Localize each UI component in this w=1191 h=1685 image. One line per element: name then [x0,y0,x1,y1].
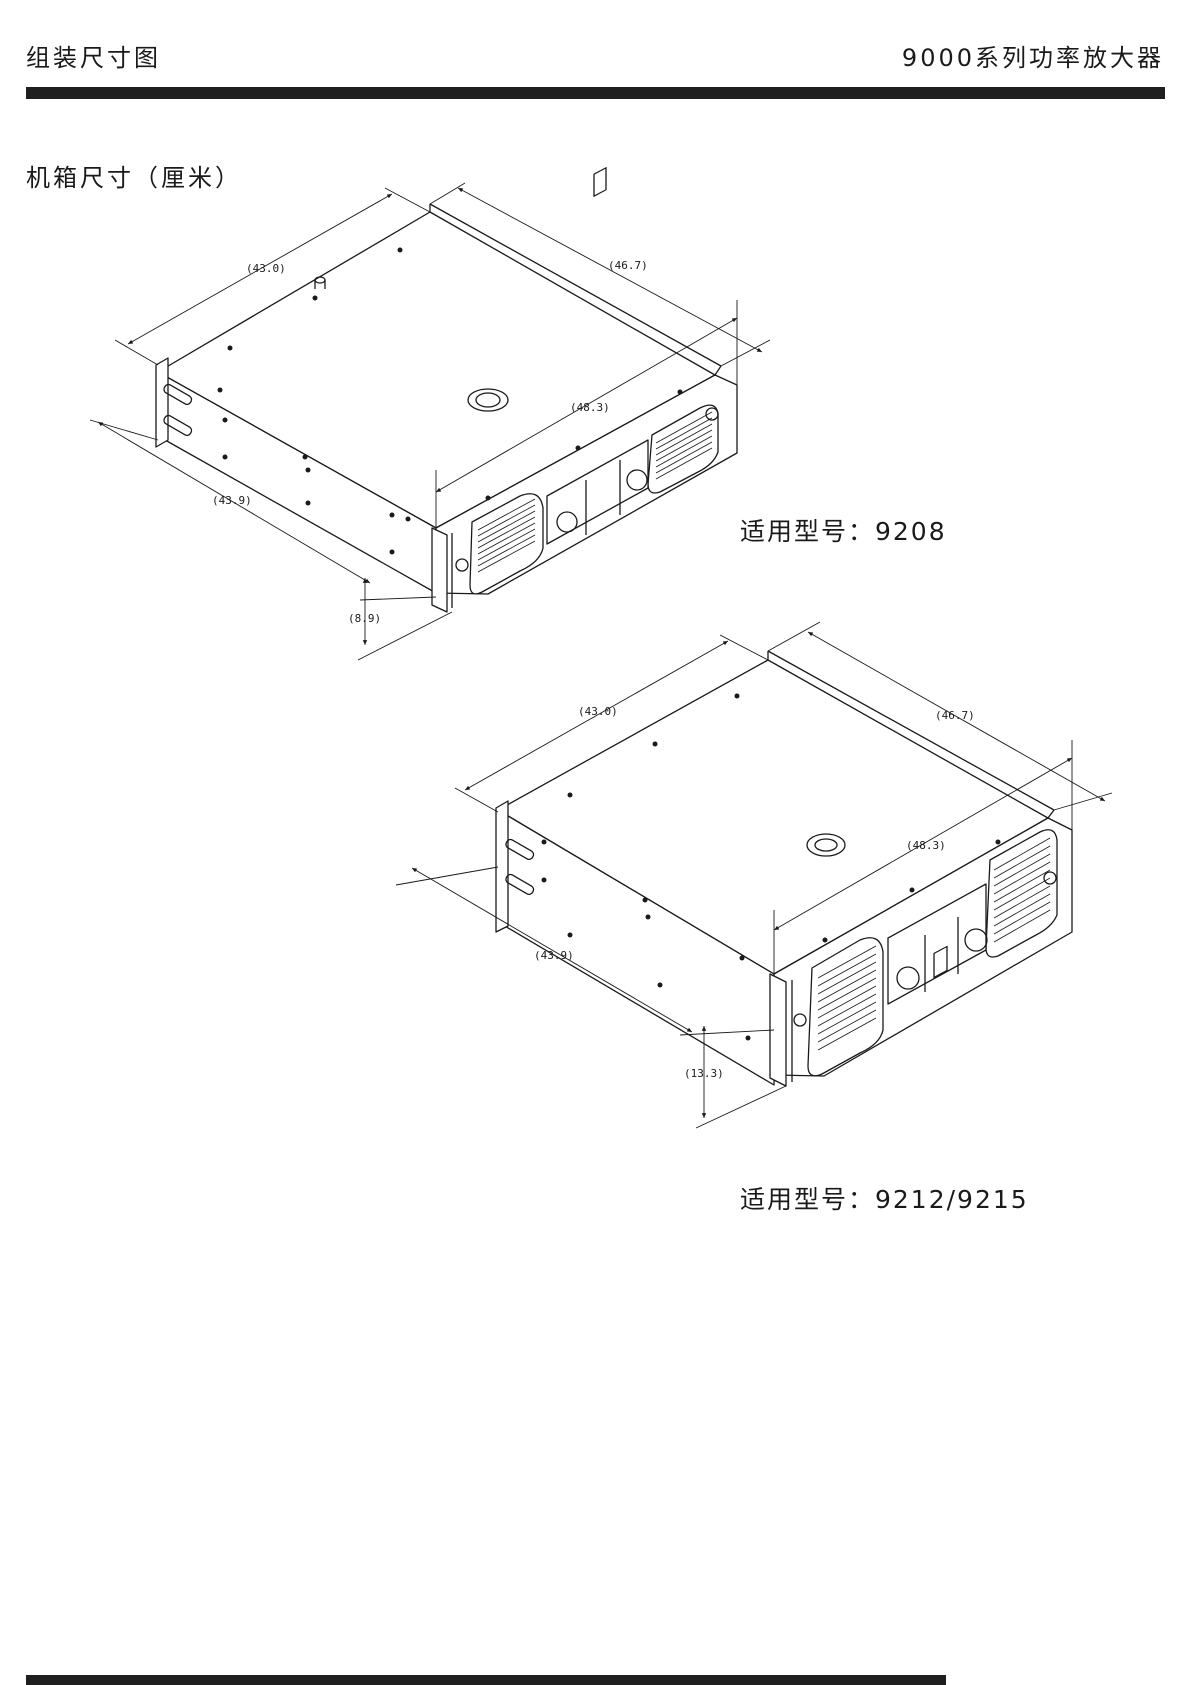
amplifier-9208-drawing [90,168,770,660]
power-switch-9208 [594,168,606,196]
dim-top-width-9208: (46.7) [608,259,648,272]
dim-side-depth-9212: (43.9) [534,949,574,962]
footer-rule [26,1675,946,1685]
front-rack-ear-9208 [432,528,447,612]
dim-side-depth-9208: (43.9) [212,494,252,507]
model-label-9212-9215: 适用型号：9212/9215 [740,1180,1029,1216]
dim-top-depth-9208: (43.0) [246,262,286,275]
amplifier-9212-9215-drawing [396,622,1112,1128]
dim-front-width-9208: (48.3) [570,401,610,414]
model-label-9208: 适用型号：9208 [740,512,947,548]
dim-height-9208: (8.9) [348,612,381,625]
dim-top-depth-9212: (43.0) [578,705,618,718]
dim-front-width-9212: (48.3) [906,839,946,852]
dim-height-9212: (13.3) [684,1067,724,1080]
dim-top-width-9212: (46.7) [935,709,975,722]
